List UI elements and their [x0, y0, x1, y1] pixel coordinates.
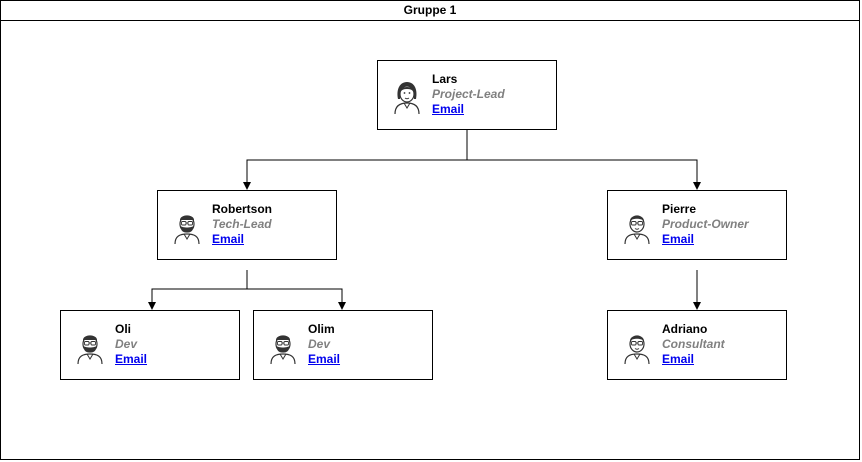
- person-role: Project-Lead: [432, 87, 505, 101]
- male-avatar-icon: [622, 209, 652, 245]
- email-link[interactable]: Email: [662, 352, 695, 366]
- person-name: Oli: [115, 322, 132, 336]
- email-link[interactable]: Email: [308, 352, 341, 366]
- person-card-adriano: Adriano Consultant Email: [607, 310, 787, 380]
- person-card-pierre: Pierre Product-Owner Email: [607, 190, 787, 260]
- email-link[interactable]: Email: [662, 232, 695, 246]
- group-title: Gruppe 1: [1, 1, 859, 21]
- person-role: Consultant: [662, 337, 725, 351]
- email-link[interactable]: Email: [432, 102, 465, 116]
- bearded-male-avatar-icon: [268, 329, 298, 365]
- person-card-oli: Oli Dev Email: [60, 310, 240, 380]
- person-name: Olim: [308, 322, 335, 336]
- bearded-male-avatar-icon: [75, 329, 105, 365]
- person-name: Robertson: [212, 202, 272, 216]
- email-link[interactable]: Email: [212, 232, 245, 246]
- person-name: Pierre: [662, 202, 697, 216]
- person-role: Product-Owner: [662, 217, 749, 231]
- female-avatar-icon: [392, 79, 422, 115]
- email-link[interactable]: Email: [115, 352, 148, 366]
- person-card-olim: Olim Dev Email: [253, 310, 433, 380]
- person-role: Dev: [308, 337, 331, 351]
- connector-lars-pierre: [467, 159, 701, 190]
- connector-robertson-olim: [247, 288, 346, 310]
- person-card-robertson: Robertson Tech-Lead Email: [157, 190, 337, 260]
- connector-lars-robertson: [243, 130, 468, 190]
- connector-robertson-oli: [148, 270, 248, 310]
- person-role: Dev: [115, 337, 138, 351]
- person-role: Tech-Lead: [212, 217, 272, 231]
- person-name: Adriano: [662, 322, 708, 336]
- bearded-male-avatar-icon: [172, 209, 202, 245]
- person-card-lars: Lars Project-Lead Email: [377, 60, 557, 130]
- male-avatar-icon: [622, 329, 652, 365]
- person-name: Lars: [432, 72, 458, 86]
